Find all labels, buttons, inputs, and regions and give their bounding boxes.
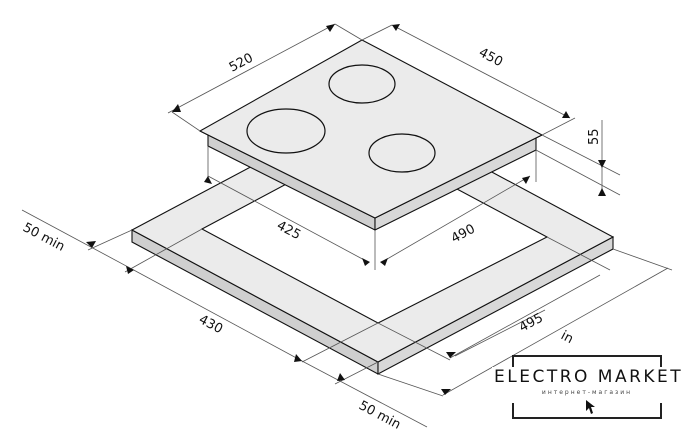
- burner-small: [368, 133, 436, 173]
- label-430: 430: [196, 312, 225, 337]
- label-450: 450: [476, 45, 505, 70]
- burner-large: [246, 108, 326, 154]
- logo-subtitle: интернет-магазин: [541, 389, 633, 396]
- label-50-min-left: 50 min: [20, 220, 67, 254]
- electro-market-logo: ELECTRO MARKET интернет-магазин: [492, 355, 682, 419]
- logo-title: ELECTRO MARKET: [494, 367, 684, 387]
- label-55: 55: [587, 128, 602, 145]
- label-520: 520: [227, 51, 256, 76]
- arrowheads: [86, 24, 606, 395]
- label-50-min-front: 50 min: [356, 398, 403, 432]
- label-partial-in: in: [558, 328, 576, 347]
- dimension-lines: [21, 23, 673, 428]
- label-495: 495: [517, 311, 546, 336]
- cursor-icon: [586, 400, 595, 414]
- burner-back: [328, 64, 396, 104]
